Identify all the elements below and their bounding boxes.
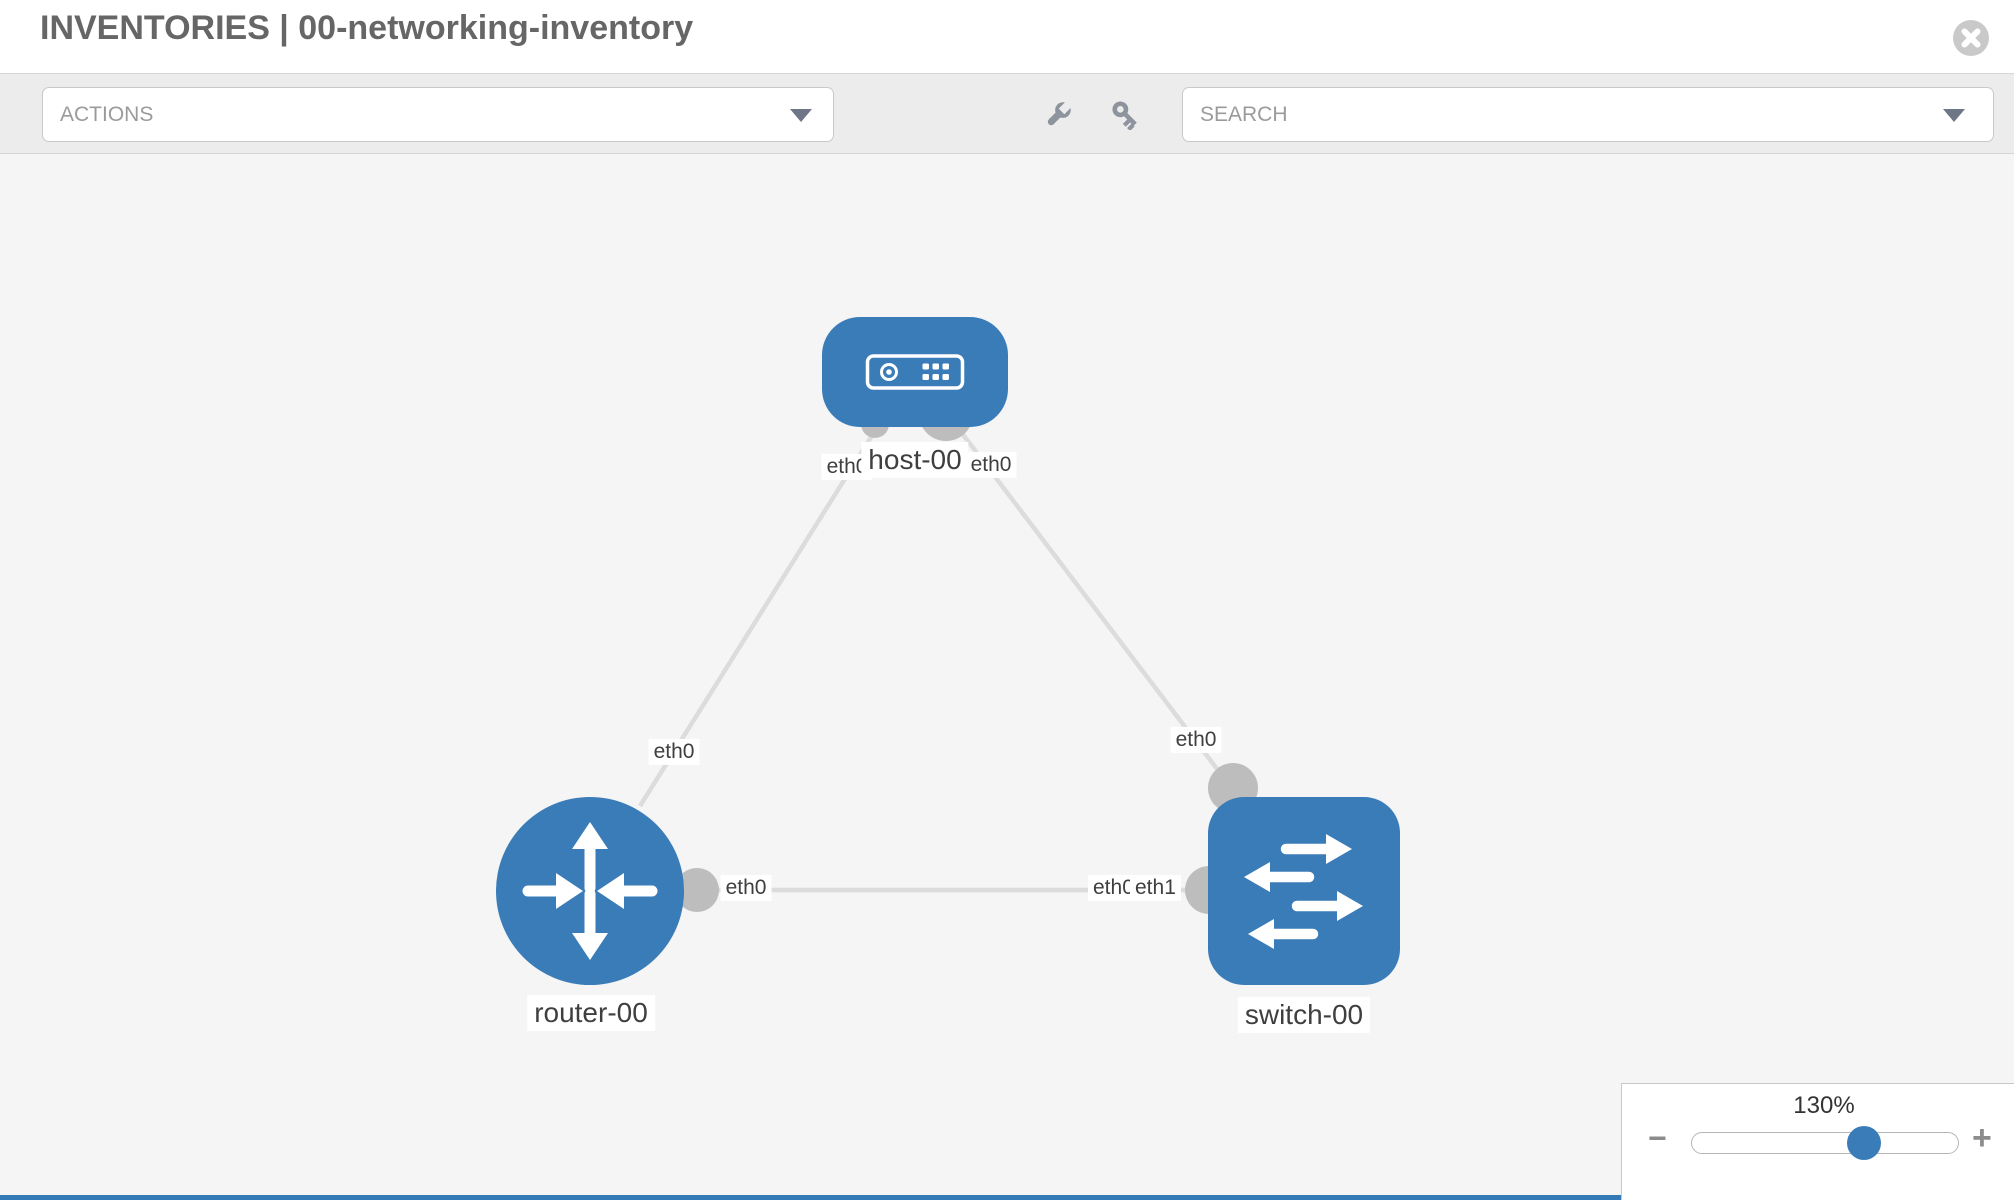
node-host-00[interactable]	[822, 317, 1008, 427]
close-icon[interactable]	[1952, 19, 1990, 57]
host-node-shape	[822, 317, 1008, 427]
wrench-icon[interactable]	[1043, 100, 1073, 130]
interface-label: eth0	[1170, 726, 1222, 754]
key-tooth	[1127, 123, 1135, 130]
toolbar: ACTIONS SEARCH	[0, 73, 2014, 154]
switch-icon	[1244, 834, 1363, 949]
search-dropdown-label: SEARCH	[1200, 103, 1288, 126]
link-endpoint	[675, 868, 719, 912]
topology-stage	[496, 317, 1400, 985]
zoom-in-button[interactable]: +	[1972, 1119, 1992, 1157]
close-icon-x	[1961, 28, 1981, 48]
key-shaft	[1121, 110, 1137, 126]
interface-label: eth0	[648, 738, 700, 766]
search-dropdown[interactable]: SEARCH	[1182, 87, 1994, 142]
bottom-panel-edge	[0, 1195, 1621, 1200]
interface-label: eth1	[1130, 874, 1181, 902]
key-icon[interactable]	[1111, 100, 1141, 130]
zoom-slider-thumb[interactable]	[1847, 1126, 1881, 1160]
chevron-down-icon	[790, 109, 812, 122]
wrench-handle	[1047, 111, 1062, 126]
topology-canvas[interactable]: eth0 eth0 eth0 eth0 eth0 eth0 eth1 host-…	[0, 154, 2014, 1200]
zoom-slider-track[interactable]	[1691, 1126, 1959, 1160]
zoom-out-button[interactable]: −	[1648, 1120, 1667, 1156]
chevron-down-icon	[1943, 109, 1965, 122]
host-icon	[865, 354, 965, 390]
zoom-level-value: 130%	[1793, 1092, 1855, 1119]
actions-dropdown[interactable]: ACTIONS	[42, 87, 834, 142]
interface-label: eth0	[965, 451, 1017, 479]
zoom-control-panel: 130% − +	[1621, 1083, 2014, 1200]
node-router-00[interactable]	[496, 797, 684, 985]
interface-label: eth0	[720, 874, 772, 902]
node-switch-00[interactable]	[1208, 797, 1400, 985]
key-tooth	[1122, 119, 1131, 127]
node-label-switch: switch-00	[1237, 996, 1371, 1034]
node-label-host: host-00	[861, 441, 969, 479]
node-label-router: router-00	[527, 994, 655, 1032]
actions-dropdown-label: ACTIONS	[60, 103, 154, 126]
panel-header: INVENTORIES | 00-networking-inventory	[0, 0, 2014, 73]
router-icon	[522, 822, 658, 960]
switch-node-shape	[1208, 797, 1400, 985]
page-title: INVENTORIES | 00-networking-inventory	[40, 9, 694, 47]
